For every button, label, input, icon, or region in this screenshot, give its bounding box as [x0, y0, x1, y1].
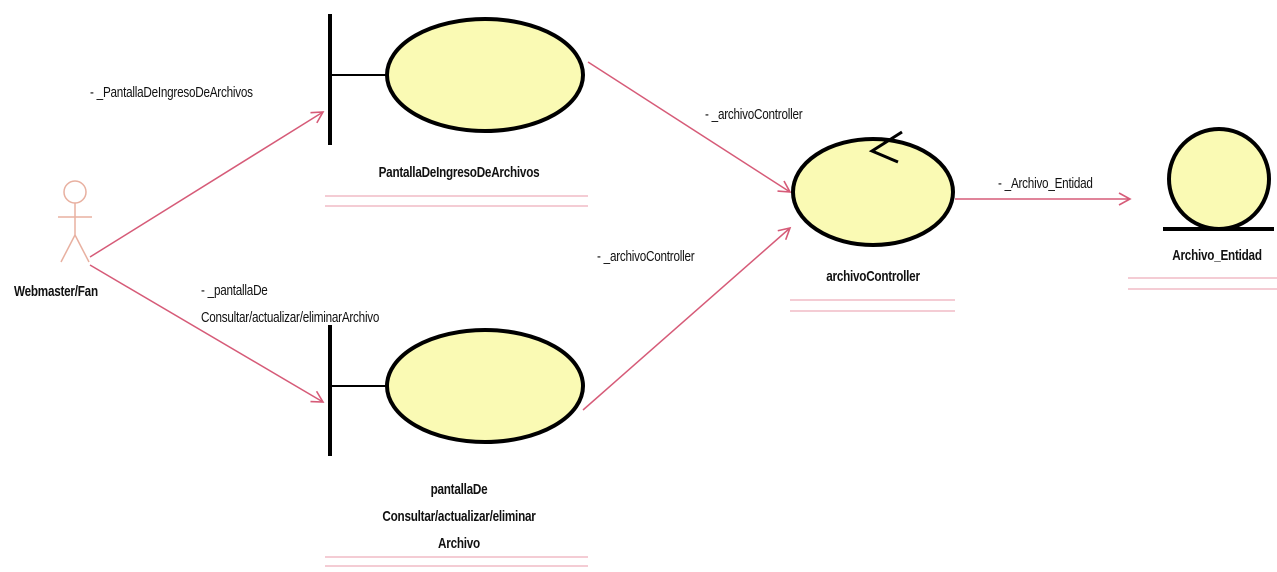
- association-actor-to-ingreso[interactable]: [89, 111, 325, 258]
- association-label-consultar: - _pantallaDe Consultar/actualizar/elimi…: [201, 282, 380, 326]
- entity-circle: [1167, 127, 1271, 231]
- association-actor-to-consultar[interactable]: [89, 264, 325, 403]
- association-ingreso-to-controller[interactable]: [587, 61, 792, 193]
- boundary-consultar[interactable]: [328, 325, 585, 456]
- actor-right-leg: [74, 234, 90, 263]
- boundary-ingreso[interactable]: [328, 14, 585, 145]
- control-arrow-icon: [868, 130, 903, 164]
- association-label-controller-bottom: - _archivoController: [597, 248, 695, 265]
- control-ellipse: [791, 137, 955, 247]
- boundary-name-ingreso: PantallaDeIngresoDeArchivos: [378, 164, 540, 181]
- association-label-ingreso: - _PantallaDeIngresoDeArchivos: [90, 84, 253, 101]
- entity-archivo[interactable]: [1163, 127, 1274, 231]
- boundary-ellipse: [385, 328, 585, 444]
- boundary-ellipse: [385, 17, 585, 133]
- control-name: archivoController: [826, 268, 920, 285]
- actor-name: Webmaster/Fan: [14, 283, 98, 300]
- association-consultar-to-controller[interactable]: [582, 226, 792, 411]
- control-archivo-controller[interactable]: [791, 130, 955, 247]
- association-label-controller-top: - _archivoController: [705, 106, 803, 123]
- actor-left-leg: [60, 234, 76, 263]
- association-label-entity: - _Archivo_Entidad: [998, 175, 1093, 192]
- boundary-name-consultar: pantallaDe Consultar/actualizar/eliminar…: [382, 481, 536, 552]
- actor-head: [63, 180, 87, 204]
- entity-name: Archivo_Entidad: [1172, 247, 1262, 264]
- actor-figure[interactable]: [58, 180, 92, 263]
